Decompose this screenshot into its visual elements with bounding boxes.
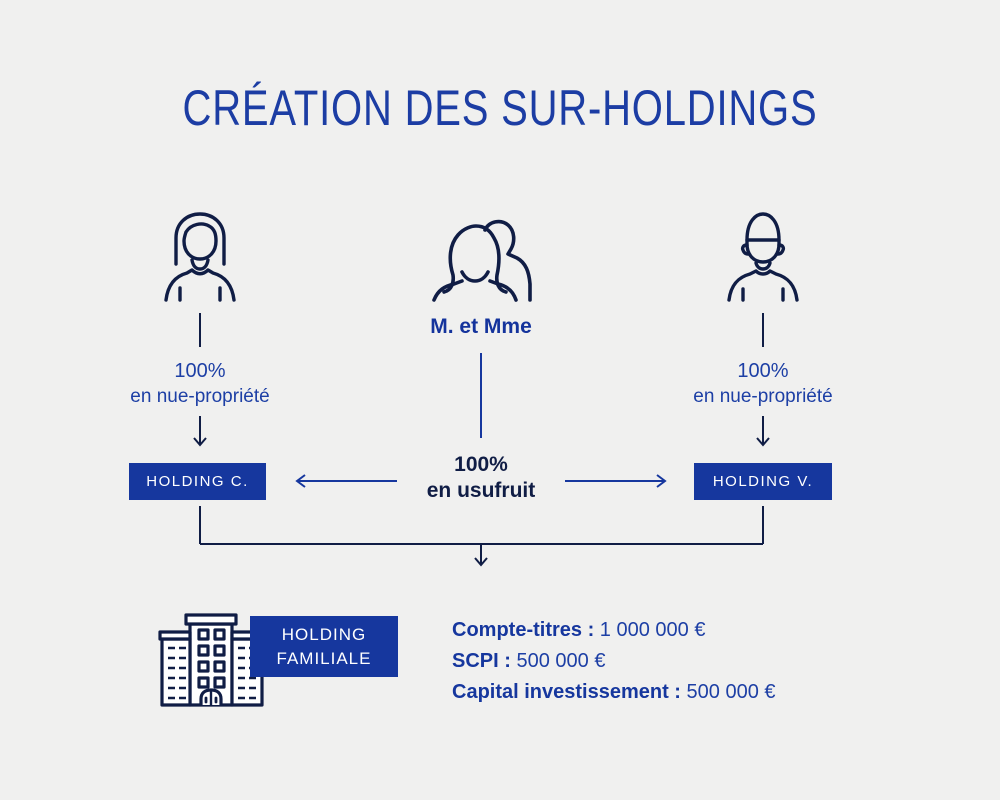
share-center: 100% en usufruit [381, 452, 581, 504]
arrow-right-icon [565, 473, 669, 489]
share-left-pct: 100% [174, 360, 226, 382]
asset-label: Compte-titres : [452, 619, 595, 641]
asset-row: Capital investissement : 500 000 € [452, 677, 776, 708]
connector-stem-center [480, 353, 482, 438]
asset-value: 500 000 € [686, 681, 776, 703]
share-right: 100% en nue-propriété [653, 358, 873, 410]
share-left: 100% en nue-propriété [90, 358, 310, 410]
page-title: CRÉATION DES SUR-HOLDINGS [182, 80, 818, 136]
assets-list: Compte-titres : 1 000 000 € SCPI : 500 0… [452, 615, 776, 708]
holding-c-label: HOLDING C. [146, 473, 249, 490]
holding-v-box: HOLDING V. [694, 463, 832, 500]
arrow-left-icon [293, 473, 397, 489]
arrow-down-left-icon [192, 416, 208, 449]
family-holding-label-line1: HOLDING [281, 624, 367, 644]
share-right-type: en nue-propriété [693, 386, 833, 407]
family-holding-label-line2: FAMILIALE [276, 648, 372, 668]
connector-stem-right [762, 313, 764, 347]
bracket-connector [198, 506, 766, 572]
asset-value: 500 000 € [516, 650, 606, 672]
share-center-type: en usufruit [426, 479, 536, 502]
holding-v-label: HOLDING V. [712, 473, 814, 490]
arrow-down-right-icon [755, 416, 771, 449]
man-icon [723, 204, 803, 302]
share-center-pct: 100% [454, 453, 508, 476]
share-left-type: en nue-propriété [130, 386, 270, 407]
asset-row: Compte-titres : 1 000 000 € [452, 615, 776, 646]
family-holding-box: HOLDING FAMILIALE [250, 616, 398, 677]
share-right-pct: 100% [737, 360, 789, 382]
couple-icon [432, 214, 532, 302]
holding-c-box: HOLDING C. [129, 463, 266, 500]
asset-row: SCPI : 500 000 € [452, 646, 776, 677]
asset-label: Capital investissement : [452, 681, 681, 703]
connector-stem-left [199, 313, 201, 347]
building-icon [158, 611, 268, 708]
person-label: M. et Mme [430, 315, 532, 338]
asset-label: SCPI : [452, 650, 511, 672]
asset-value: 1 000 000 € [599, 619, 706, 641]
woman-icon [160, 204, 240, 302]
